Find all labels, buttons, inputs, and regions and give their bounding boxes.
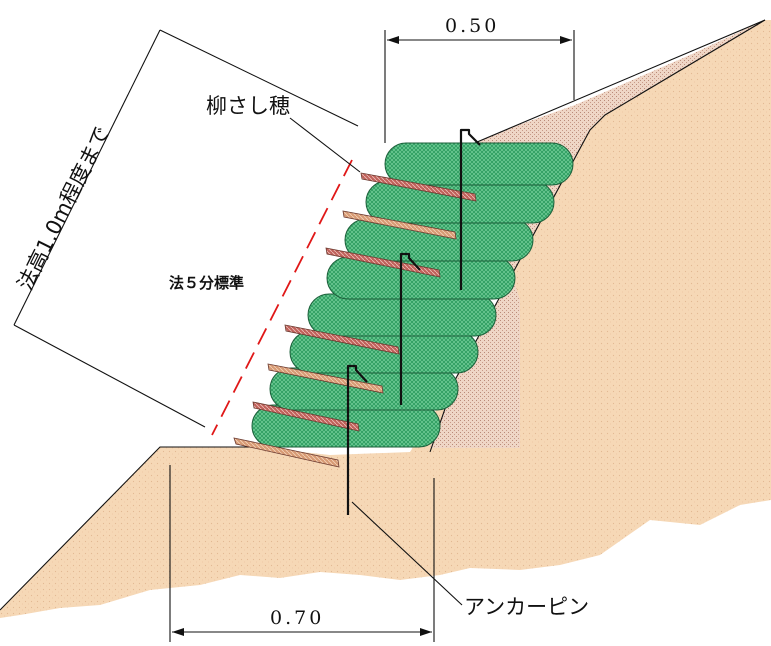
sandbag-8 bbox=[384, 142, 574, 186]
slope-guide-dashed-line bbox=[211, 159, 353, 436]
bottom-width-dimension: 0.70 bbox=[169, 465, 435, 642]
willow-leader-line bbox=[289, 117, 361, 173]
bottom-width-label: 0.70 bbox=[270, 607, 324, 629]
top-width-label: 0.50 bbox=[445, 15, 499, 37]
slope-height-label: 法高1.0m程度まで bbox=[13, 122, 114, 294]
ground-soil bbox=[0, 20, 771, 618]
willow-cutting bbox=[342, 210, 457, 240]
backfill-top-line bbox=[469, 19, 766, 146]
anchor-pin-leader-line bbox=[351, 501, 463, 606]
willow-cuttings bbox=[233, 172, 477, 468]
willow-cutting bbox=[233, 437, 340, 468]
anchor-pin-top bbox=[459, 128, 481, 290]
willow-label: 柳さし穂 bbox=[206, 94, 290, 118]
sandbag-6 bbox=[344, 218, 534, 262]
willow-cutting bbox=[267, 363, 384, 394]
anchor-pin-label: アンカーピン bbox=[464, 595, 589, 619]
anchor-pin-middle bbox=[399, 252, 421, 405]
slope-standard-label: 法５分標準 bbox=[169, 274, 244, 292]
ground-surface-line bbox=[0, 446, 255, 611]
top-width-dimension: 0.50 bbox=[384, 15, 575, 143]
willow-cutting bbox=[284, 324, 400, 355]
willow-cutting bbox=[252, 401, 360, 432]
sandbag-5 bbox=[326, 256, 516, 300]
anchor-pins bbox=[346, 128, 481, 515]
anchor-pin-bottom bbox=[346, 364, 368, 515]
willow-cutting bbox=[360, 172, 477, 202]
